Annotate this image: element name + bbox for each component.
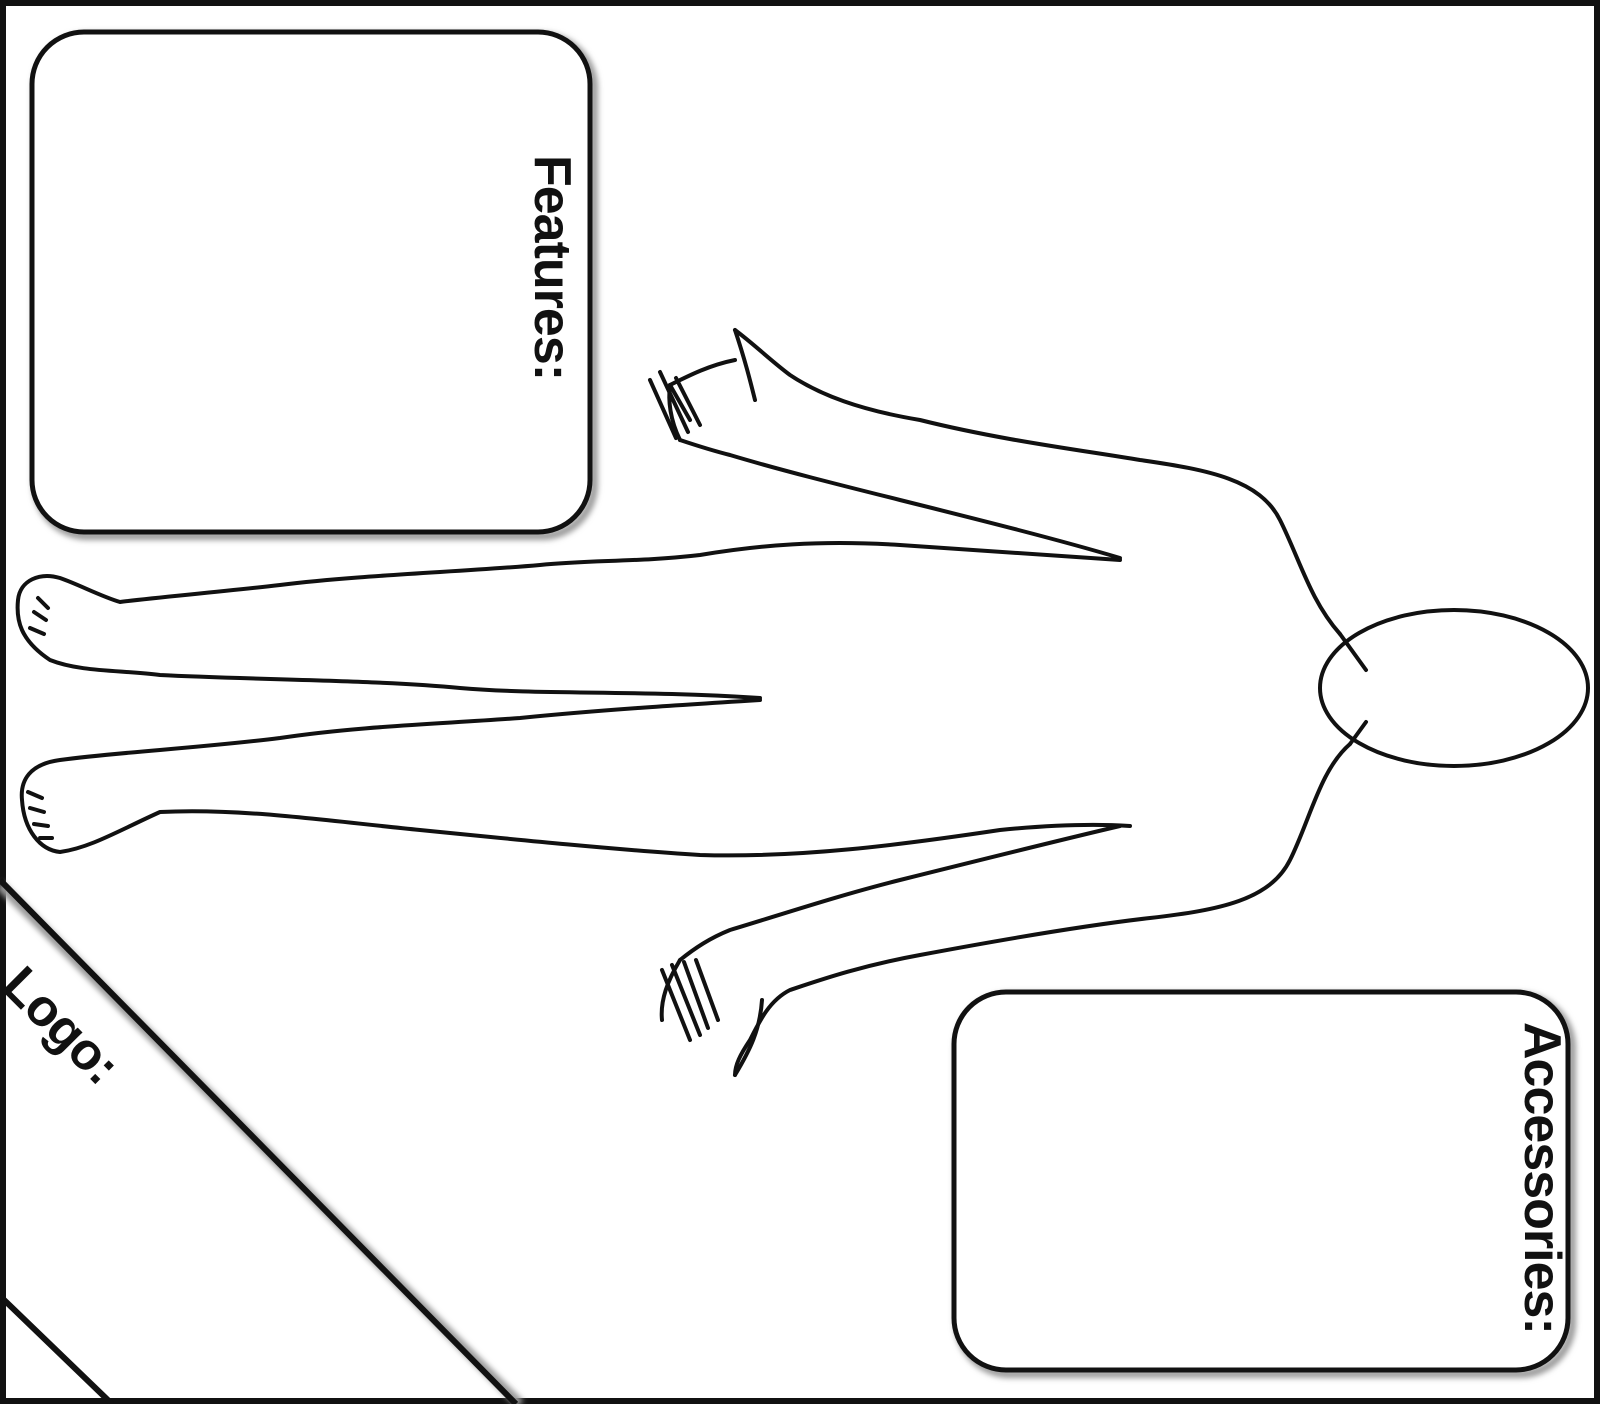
accessories-label: Accessories:	[1516, 1022, 1568, 1334]
accessories-box	[954, 992, 1572, 1374]
features-box	[32, 32, 594, 536]
features-label: Features:	[526, 155, 578, 380]
logo-band	[0, 880, 520, 1404]
